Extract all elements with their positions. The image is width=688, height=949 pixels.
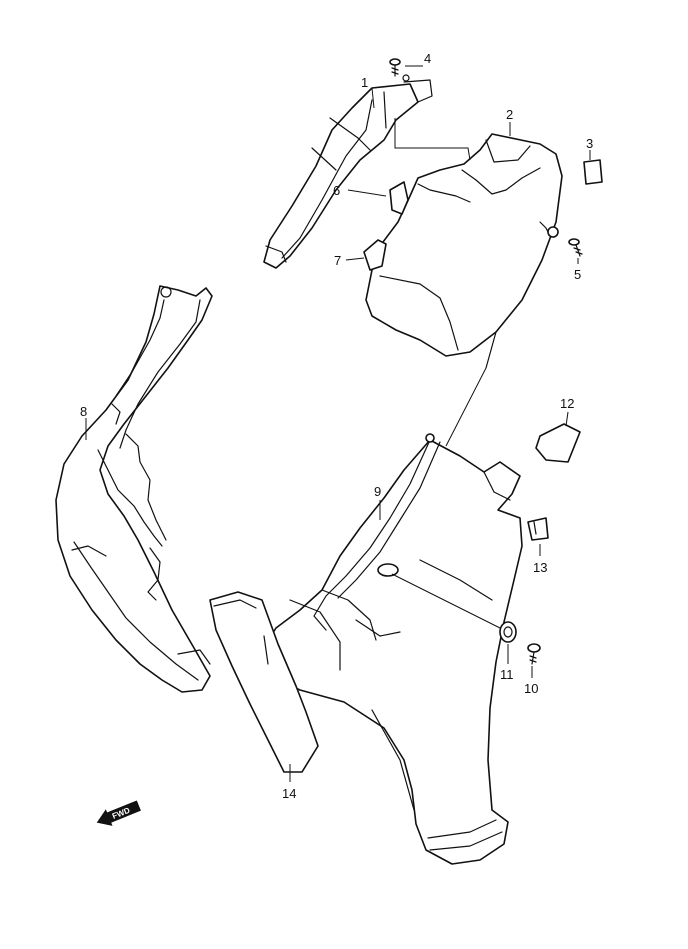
part-10-screw [527,643,541,665]
callout-4: 4 [424,51,431,66]
callout-2: 2 [506,107,513,122]
callout-12: 12 [560,396,574,411]
part-2-upper-cover [365,133,563,369]
callout-10: 10 [524,681,538,696]
fwd-arrow-icon: FWD [96,800,141,826]
part-9-leg-shield [261,367,523,865]
callout-9: 9 [374,484,381,499]
lower-leaders [85,411,569,782]
callout-8: 8 [80,404,87,419]
callout-7: 7 [334,253,341,268]
part-7-clip [363,239,387,271]
part-1-bracket [263,74,433,269]
part-8-side-cover [55,285,213,693]
part-13-clip [527,517,549,541]
callout-3: 3 [586,136,593,151]
upper-leaders [345,65,591,264]
callout-6: 6 [333,183,340,198]
part-5-screw [568,238,583,257]
callout-11: 11 [500,667,514,682]
part-14-trim [209,591,319,773]
part-3-cushion [583,159,603,185]
part-4-screw [389,58,401,77]
callout-13: 13 [533,560,547,575]
part-11-grommet [499,621,517,643]
part-12-pad [535,423,581,463]
callout-1: 1 [361,75,368,90]
callout-14: 14 [282,786,296,801]
part-6-clip [389,181,409,215]
callout-5: 5 [574,267,581,282]
